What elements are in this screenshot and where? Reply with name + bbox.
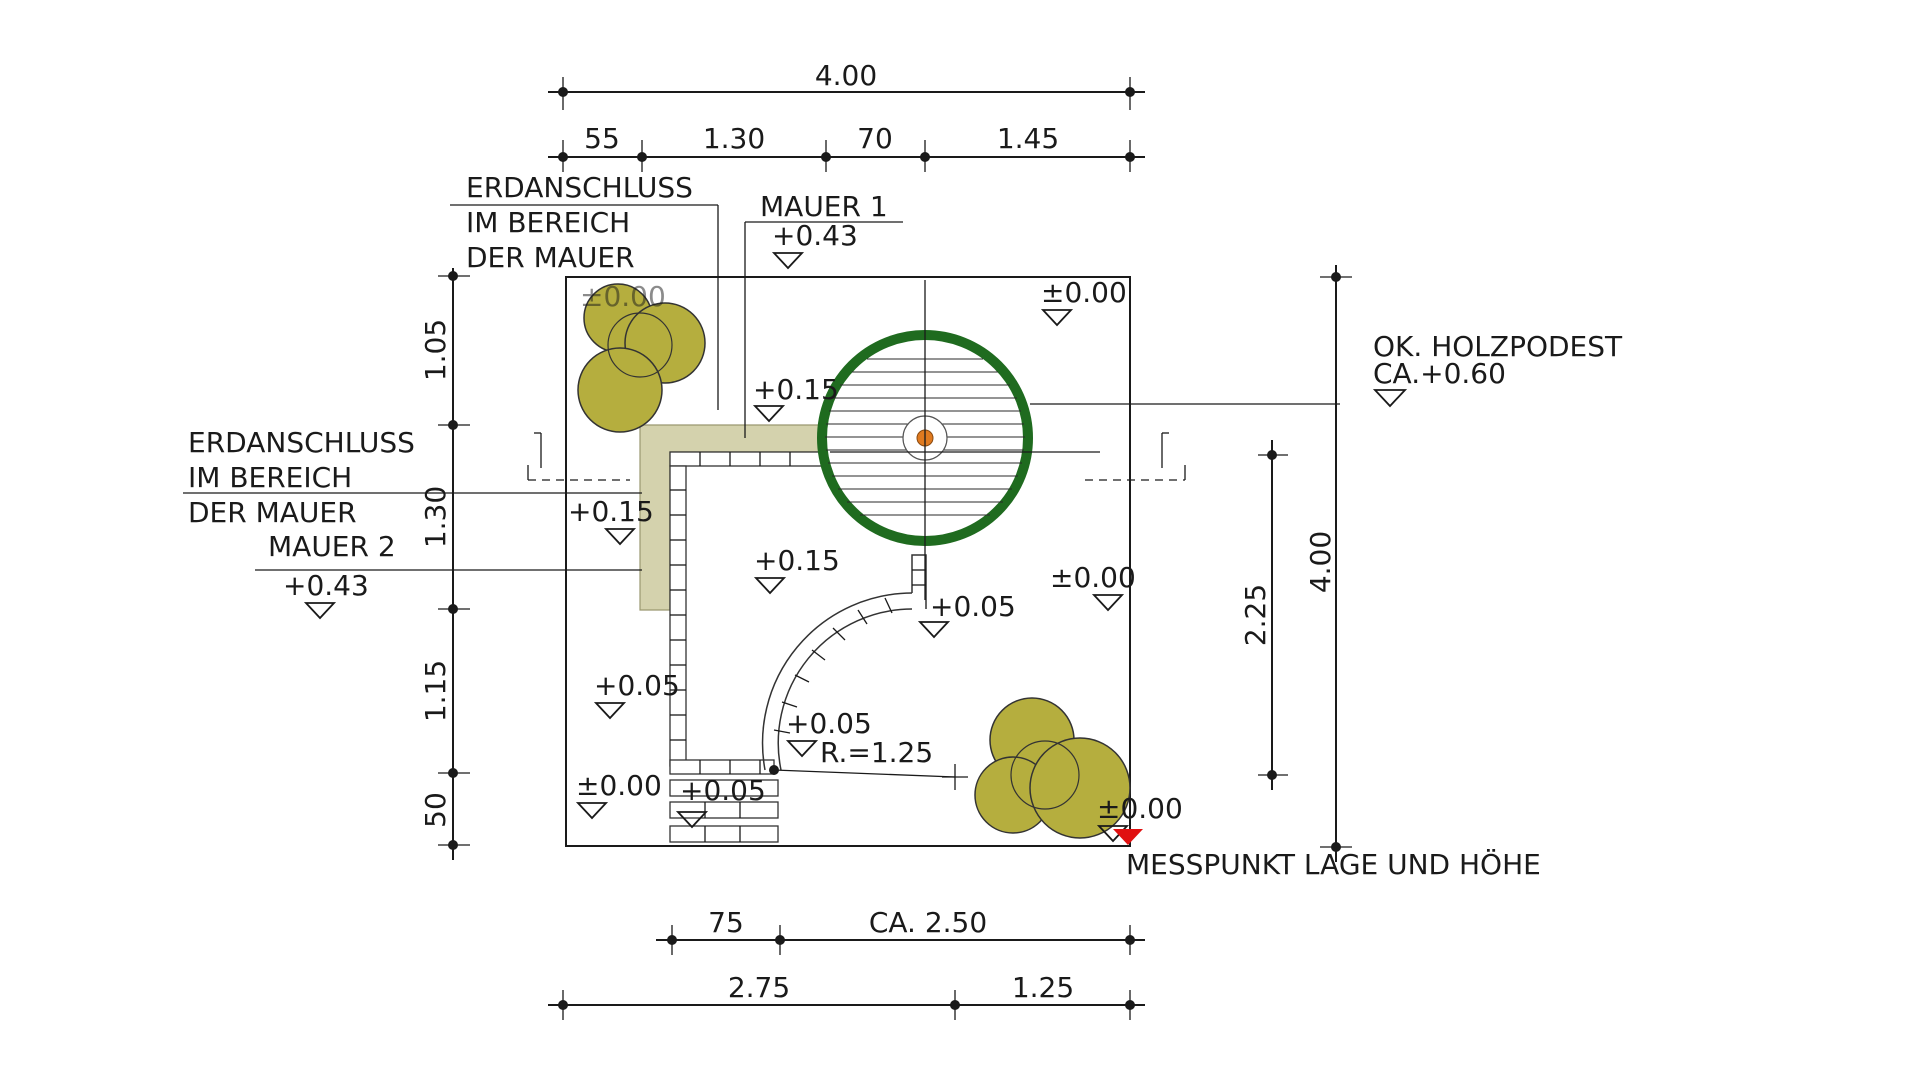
svg-text:±0.00: ±0.00	[1050, 561, 1136, 594]
svg-text:±0.00: ±0.00	[1097, 792, 1183, 825]
svg-text:+0.15: +0.15	[568, 495, 654, 528]
holzpodest-line1: OK. HOLZPODEST	[1373, 330, 1623, 363]
erdanschluss-left-line3: DER MAUER	[188, 496, 357, 529]
top-seg-3: 70	[857, 122, 893, 155]
shrub-icon	[577, 347, 663, 433]
bottom-upper-dimension: 75 CA. 2.50	[656, 906, 1145, 955]
erdanschluss-top-line2: IM BEREICH	[466, 206, 630, 239]
erdanschluss-left-line2: IM BEREICH	[188, 461, 352, 494]
left-seg-3: 1.15	[419, 660, 452, 722]
level-bottom-right: ±0.00	[1096, 792, 1183, 843]
svg-text:+0.05: +0.05	[594, 669, 680, 702]
level-steps: +0.05	[675, 774, 766, 829]
left-seg-1: 1.05	[419, 319, 452, 381]
level-marker-icon	[1040, 309, 1074, 327]
svg-text:±0.00: ±0.00	[580, 280, 666, 313]
level-mid-right: ±0.00	[1050, 561, 1136, 612]
level-marker-icon	[593, 702, 627, 720]
level-marker-icon	[603, 528, 637, 546]
steps	[669, 779, 779, 843]
bottom-lower-dimension: 2.75 1.25	[548, 971, 1145, 1020]
mauer1-callout: MAUER 1 +0.43	[744, 190, 903, 438]
bottom-lower-1: 2.75	[728, 971, 790, 1004]
top-seg-1: 55	[584, 122, 620, 155]
holzpodest-line2: CA.+0.60	[1373, 357, 1506, 390]
level-marker-icon	[917, 621, 951, 639]
level-bottom-left: ±0.00	[575, 769, 662, 820]
level-marker-icon	[752, 405, 786, 423]
level-marker-icon	[771, 252, 805, 270]
level-wall-top: +0.15	[752, 373, 839, 423]
level-marker-icon	[753, 577, 787, 595]
svg-text:+0.05: +0.05	[680, 774, 766, 807]
radius-annotation: R.=1.25	[769, 736, 968, 790]
top-total-label: 4.00	[815, 59, 877, 92]
level-top-left-corner: ±0.00	[580, 280, 666, 313]
mauer2-level: +0.43	[283, 569, 369, 602]
right-inner-label: 2.25	[1239, 584, 1272, 646]
paving-bottom-row	[669, 759, 775, 775]
mauer1-level: +0.43	[772, 219, 858, 252]
level-marker-icon	[785, 740, 819, 758]
svg-text:+0.15: +0.15	[754, 544, 840, 577]
top-seg-2: 1.30	[703, 122, 765, 155]
level-arc-lower: +0.05	[785, 707, 872, 758]
erdanschluss-top-line3: DER MAUER	[466, 241, 635, 274]
level-marker-icon	[1372, 389, 1408, 408]
measure-point-icon	[1113, 829, 1143, 845]
left-seg-2: 1.30	[419, 486, 452, 548]
radius-label: R.=1.25	[820, 736, 933, 769]
erdanschluss-left-line1: ERDANSCHLUSS	[188, 426, 415, 459]
svg-text:+0.15: +0.15	[753, 373, 839, 406]
plot-boundary	[565, 276, 1131, 847]
shrub-group-bottom-right	[974, 697, 1131, 839]
section-marker-left	[527, 432, 630, 481]
round-wood-platform	[817, 280, 1340, 600]
right-inner-dimension: 2.25	[1239, 440, 1288, 790]
erdanschluss-top-line1: ERDANSCHLUSS	[466, 171, 693, 204]
top-total-dimension: 4.00	[548, 59, 1145, 110]
level-marker-icon	[303, 602, 337, 620]
level-left-wall: +0.15	[568, 495, 654, 546]
shrub-group-top-left	[577, 283, 706, 433]
level-center: +0.15	[753, 544, 840, 595]
mauer1-label: MAUER 1	[760, 190, 888, 223]
holzpodest-callout: OK. HOLZPODEST CA.+0.60	[1372, 330, 1623, 408]
bottom-upper-1: 75	[708, 906, 744, 939]
level-marker-icon	[1091, 594, 1125, 612]
bottom-lower-2: 1.25	[1012, 971, 1074, 1004]
svg-text:±0.00: ±0.00	[1041, 276, 1127, 309]
level-top-right: ±0.00	[1040, 276, 1127, 327]
level-path: +0.05	[917, 590, 1016, 639]
section-marker-right	[1085, 432, 1186, 481]
right-total-dimension: 4.00	[1304, 265, 1352, 862]
bottom-upper-2: CA. 2.50	[869, 906, 987, 939]
mauer2-callout: MAUER 2 +0.43	[255, 530, 642, 620]
mauer2-label: MAUER 2	[268, 530, 396, 563]
level-marker-icon	[575, 802, 609, 820]
left-segment-dimension: 1.05 1.30 1.15 50	[419, 268, 470, 860]
svg-text:+0.05: +0.05	[930, 590, 1016, 623]
measuring-point: MESSPUNKT LAGE UND HÖHE	[1113, 829, 1541, 881]
svg-text:+0.05: +0.05	[786, 707, 872, 740]
shrub-icon	[1029, 737, 1131, 839]
erdanschluss-top-callout: ERDANSCHLUSS IM BEREICH DER MAUER	[450, 171, 719, 410]
svg-text:±0.00: ±0.00	[576, 769, 662, 802]
erdanschluss-left-callout: ERDANSCHLUSS IM BEREICH DER MAUER	[183, 426, 642, 529]
top-seg-4: 1.45	[997, 122, 1059, 155]
level-left-lower: +0.05	[593, 669, 680, 720]
left-seg-4: 50	[419, 792, 452, 828]
curved-path	[761, 554, 927, 771]
paving-top-row	[669, 451, 829, 467]
messpunkt-label: MESSPUNKT LAGE UND HÖHE	[1126, 847, 1541, 881]
top-segment-dimension: 55 1.30 70 1.45	[548, 122, 1145, 172]
paving-left-column	[669, 465, 687, 767]
right-total-label: 4.00	[1304, 531, 1337, 593]
level-marker-icon	[675, 811, 709, 829]
